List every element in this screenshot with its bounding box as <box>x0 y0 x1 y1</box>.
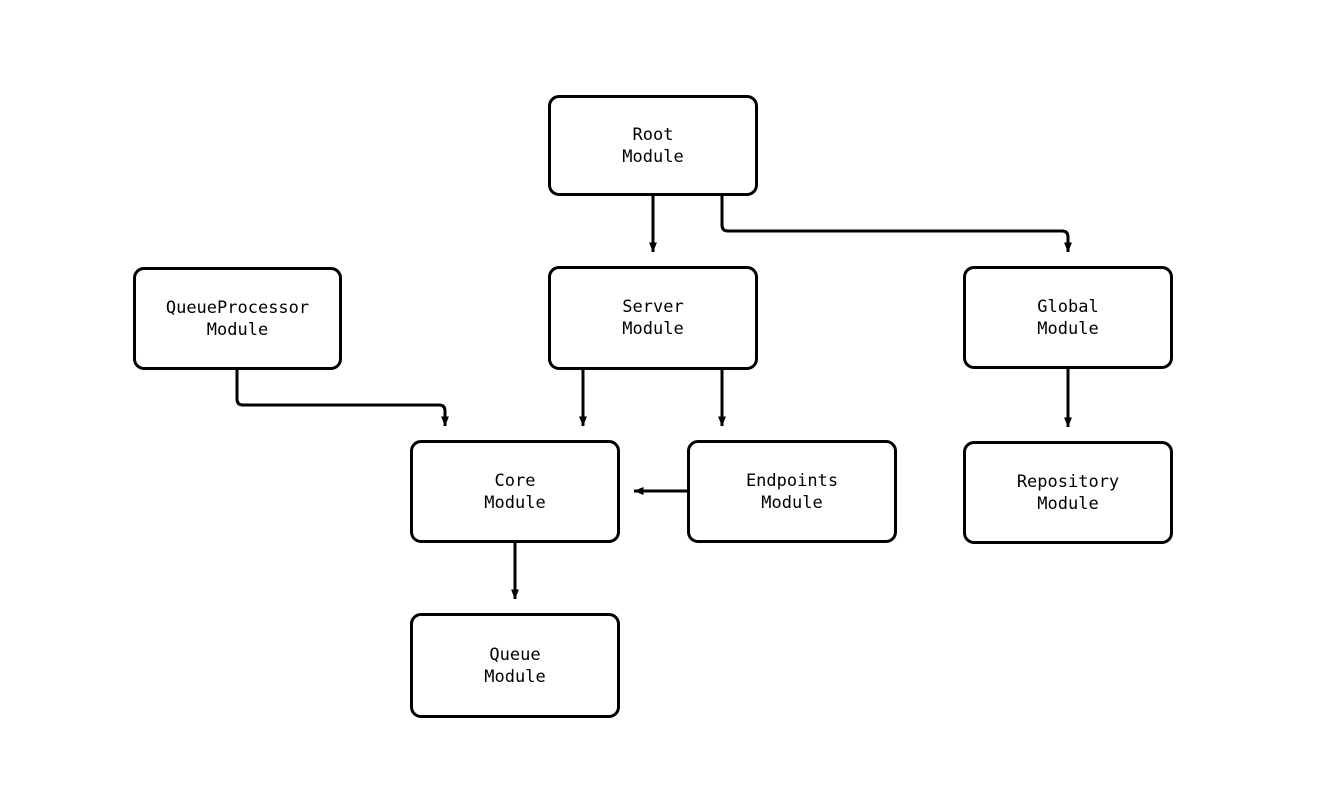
node-server-line1: Server <box>622 297 684 317</box>
node-queue-line2: Module <box>484 666 546 687</box>
node-root-line2: Module <box>622 146 684 167</box>
node-global-line2: Module <box>1037 318 1099 339</box>
node-queueprocessor-line2: Module <box>206 319 269 340</box>
node-repository-line2: Module <box>1037 493 1099 514</box>
node-root-line1: Root <box>632 124 674 145</box>
node-core-line2: Module <box>484 492 546 513</box>
node-queueprocessor-line1: QueueProcessor <box>165 297 310 318</box>
edge-queueprocessor-core <box>235 370 449 427</box>
edges-group <box>235 196 1072 600</box>
node-endpoints-line2: Module <box>761 492 823 513</box>
edge-root-global <box>720 196 1072 253</box>
node-core-line1: Core <box>494 470 536 491</box>
node-endpoints-line1: Endpoints <box>745 470 839 491</box>
node-global-line1: Global <box>1037 296 1099 317</box>
node-server-line2: Module <box>622 319 684 339</box>
node-queue-line1: Queue <box>489 644 541 665</box>
node-repository-line1: Repository <box>1016 471 1120 492</box>
